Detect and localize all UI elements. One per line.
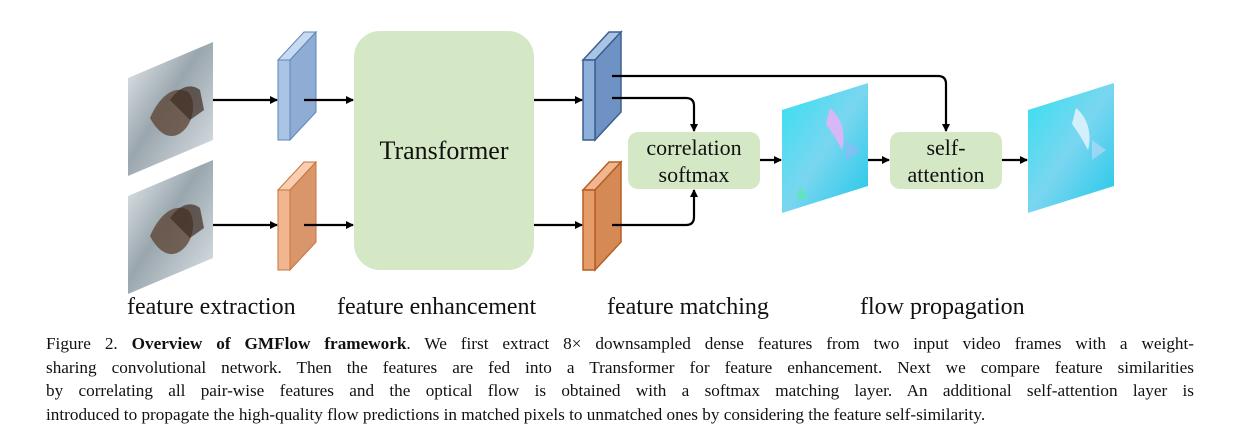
input-frame-2 bbox=[128, 160, 213, 294]
self-attention-label-line1: self- bbox=[926, 135, 965, 160]
enhanced-feature-map-1 bbox=[581, 30, 623, 142]
self-attention-block: self- attention bbox=[890, 132, 1002, 189]
arrow-feat2-to-correlation bbox=[612, 189, 698, 227]
cnn-feature-map-2 bbox=[276, 160, 318, 272]
caption-math: 8× bbox=[563, 334, 582, 353]
correlation-softmax-block: correlation softmax bbox=[628, 132, 760, 189]
caption-after-title: . We first extract bbox=[406, 334, 550, 353]
stage-label-matching: feature matching bbox=[607, 294, 769, 320]
caption-line-3: by correlating all pair-wise features an… bbox=[46, 381, 1194, 400]
correlation-label: correlation bbox=[646, 135, 741, 160]
enhanced-feature-map-2 bbox=[581, 160, 623, 272]
final-flow-map bbox=[1028, 83, 1114, 213]
caption-line-2: sharing convolutional network. Then the … bbox=[46, 357, 1194, 377]
caption-title: Overview of GMFlow framework bbox=[131, 334, 407, 353]
arrow-feat1-to-correlation bbox=[612, 96, 698, 132]
initial-flow-map bbox=[782, 83, 868, 213]
arrows bbox=[213, 74, 1028, 229]
stage-label-enhancement: feature enhancement bbox=[337, 294, 537, 320]
input-frame-1 bbox=[128, 42, 213, 176]
transformer-block: Transformer bbox=[354, 31, 534, 270]
figure-caption: Figure 2. Overview of GMFlow framework. … bbox=[46, 332, 1194, 426]
self-attention-label-line2: attention bbox=[908, 162, 985, 187]
cnn-feature-map-1 bbox=[276, 30, 318, 142]
caption-line-1: Figure 2. Overview of GMFlow framework. … bbox=[46, 332, 1194, 356]
transformer-label: Transformer bbox=[379, 136, 508, 165]
arrow-feat1-to-self-attention bbox=[612, 74, 950, 132]
stage-label-extraction: feature extraction bbox=[127, 294, 296, 320]
softmax-label: softmax bbox=[659, 162, 730, 187]
stage-label-propagation: flow propagation bbox=[860, 294, 1025, 320]
caption-line1-rest: downsampled dense features from two inpu… bbox=[581, 334, 1195, 353]
caption-line-4: introduced to propagate the high-quality… bbox=[46, 404, 986, 424]
gmflow-diagram: Transformer correlation softmax self- at… bbox=[128, 30, 1114, 294]
figure-label: Figure 2. bbox=[46, 334, 118, 353]
